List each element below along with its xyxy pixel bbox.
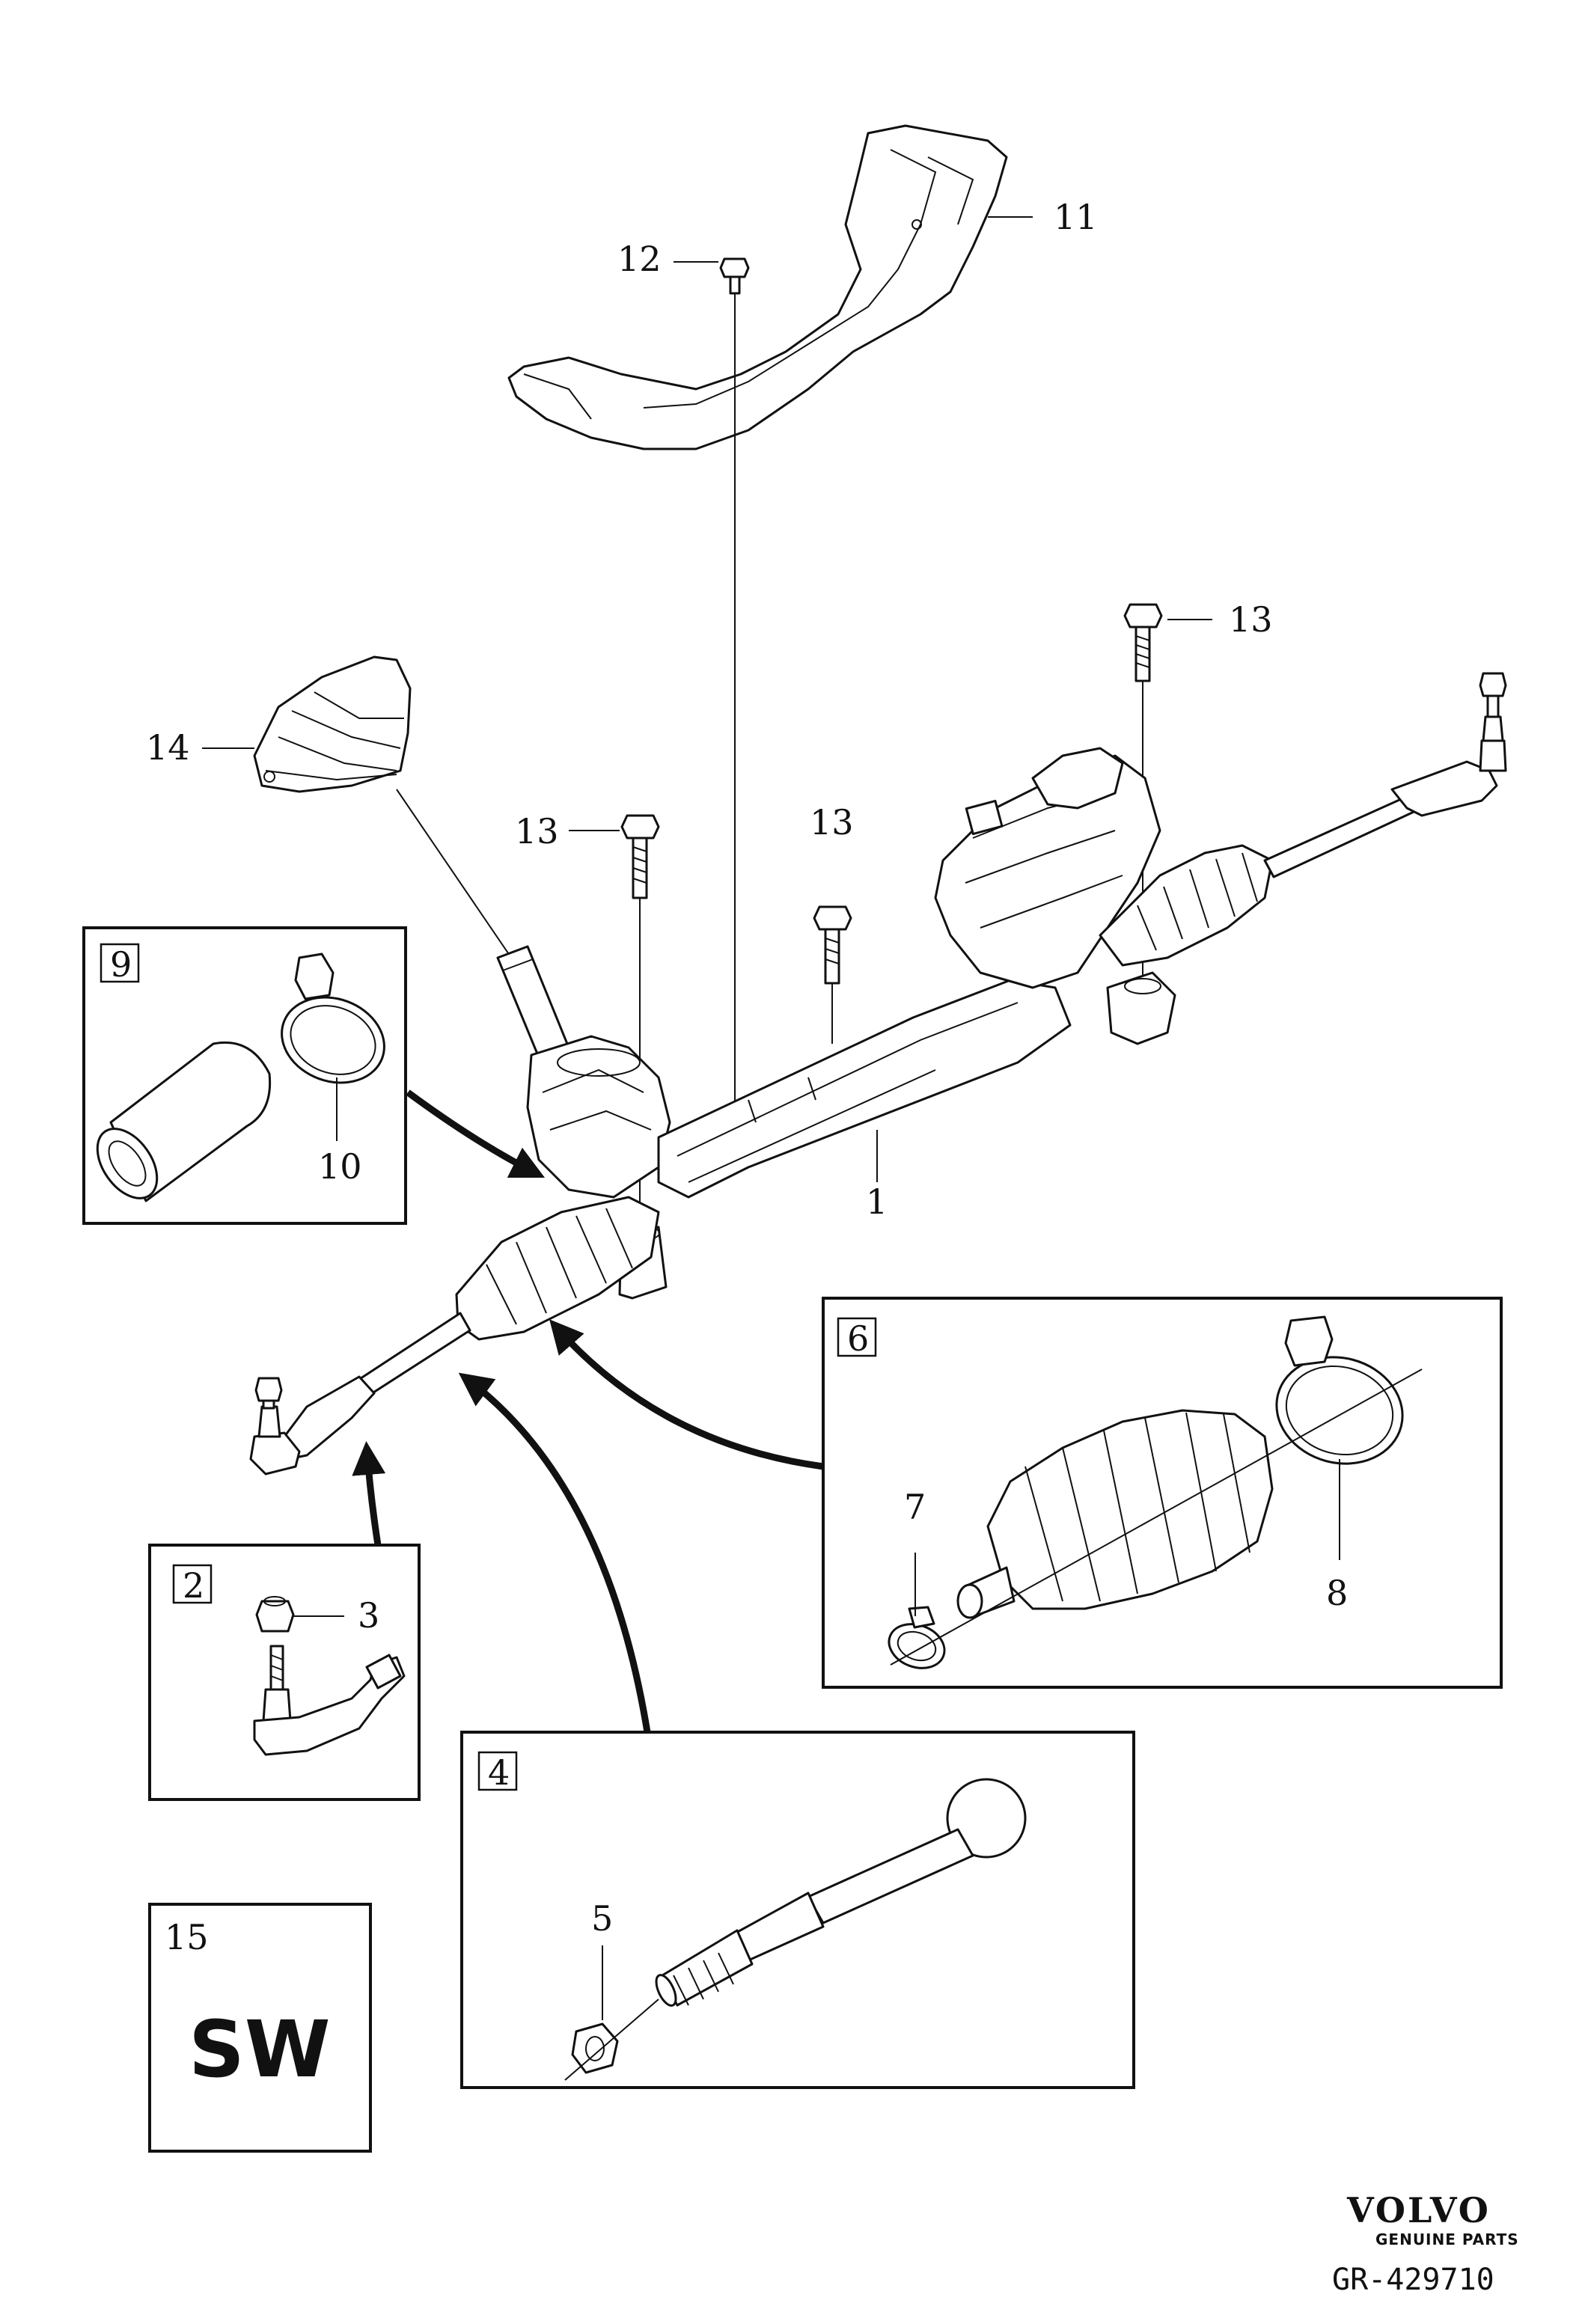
- boot-part-6: [956, 1409, 1274, 1619]
- callout-3: 3: [358, 1595, 379, 1636]
- arrow-panel-2: [352, 1441, 386, 1546]
- callout-6: 6: [847, 1318, 869, 1359]
- arrow-panel-4: [458, 1372, 651, 1733]
- clamp-part-10: [281, 952, 385, 1084]
- bolt-part-13-right: [1123, 603, 1163, 682]
- sleeve-part-9: [96, 1041, 272, 1202]
- panel-6: [822, 1297, 1503, 1689]
- arrow-panel-6: [549, 1319, 824, 1470]
- reference-code: GR-429710: [1332, 2263, 1494, 2297]
- panel-9: [82, 926, 407, 1225]
- callout-4: 4: [488, 1752, 510, 1793]
- panel-4: [460, 1731, 1135, 2089]
- callout-12: 12: [617, 239, 662, 279]
- grommet-part-14: [253, 655, 412, 793]
- clamp-part-8: [1275, 1315, 1404, 1465]
- brand-subtitle: GENUINE PARTS: [1375, 2230, 1519, 2248]
- callout-1: 1: [866, 1181, 888, 1222]
- callout-11: 11: [1054, 197, 1098, 237]
- inner-tie-rod-part-4: [655, 1778, 1027, 2007]
- steering-rack-part-1: [249, 672, 1507, 1476]
- panel-15: [148, 1903, 372, 2153]
- clamp-part-7: [888, 1606, 946, 1669]
- callout-8: 8: [1326, 1573, 1348, 1613]
- callout-5: 5: [591, 1898, 613, 1939]
- callout-13-right: 13: [1229, 599, 1273, 640]
- brand-logo: VOLVO: [1346, 2190, 1491, 2230]
- arrow-panel-9: [406, 1089, 546, 1178]
- heat-shield-part-11: [507, 124, 1008, 450]
- callout-2: 2: [183, 1565, 204, 1606]
- nut-part-5: [571, 2022, 619, 2074]
- callout-14: 14: [146, 727, 190, 768]
- callout-7: 7: [904, 1487, 926, 1527]
- bolt-part-12: [719, 257, 750, 295]
- callout-13-middle: 13: [810, 802, 854, 843]
- nut-part-3: [255, 1596, 295, 1633]
- sw-badge: SW: [189, 2004, 331, 2095]
- bolt-part-13-middle: [813, 905, 852, 985]
- leader-14: [396, 789, 517, 966]
- panel-2: [148, 1544, 421, 1801]
- callout-13-left: 13: [515, 811, 559, 851]
- callout-15: 15: [165, 1917, 209, 1957]
- tie-rod-end-part-2: [253, 1645, 406, 1756]
- bolt-part-13-left: [620, 814, 660, 899]
- callout-10: 10: [318, 1146, 362, 1187]
- callout-9: 9: [110, 944, 132, 985]
